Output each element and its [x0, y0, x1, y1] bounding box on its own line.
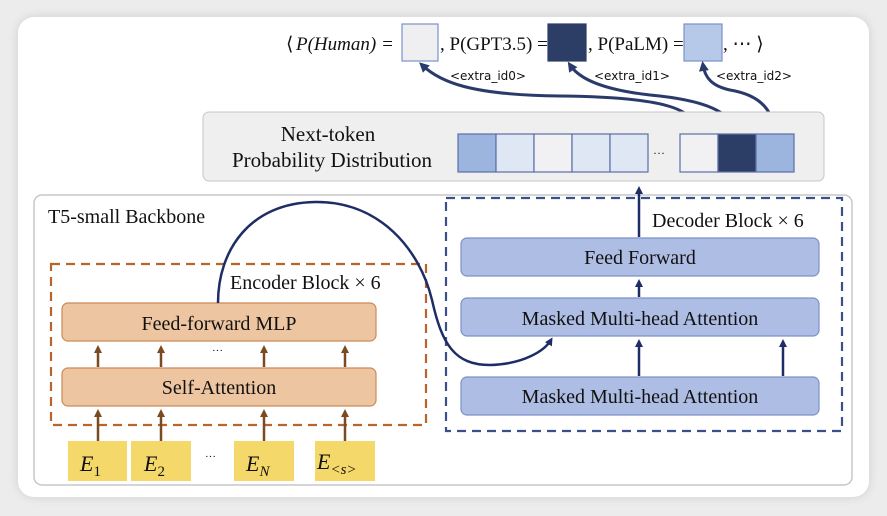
input-e1-label: E1: [79, 451, 101, 480]
p-gpt35-label: , P(GPT3.5) =: [440, 34, 548, 55]
encoder-mid-ellipsis: ···: [212, 345, 223, 357]
sentinel-label-0: <extra_id0>: [450, 69, 526, 83]
distribution-cell-left-2: [533, 133, 573, 173]
distribution-ellipsis: ···: [653, 146, 665, 160]
decoder-cross-attention-label: Masked Multi-head Attention: [522, 308, 759, 330]
decoder-title: Decoder Block × 6: [652, 210, 804, 232]
encoder-block: Encoder Block × 6 Feed-forward MLP Self-…: [49, 262, 428, 441]
distribution-label-line1: Next-token: [281, 122, 376, 146]
distribution-cell-left-0: [457, 133, 497, 173]
decoder-cross-attention-block: [460, 297, 820, 337]
encoder-ffn-label: Feed-forward MLP: [142, 313, 297, 335]
distribution-cell-right-0: [679, 133, 719, 173]
input-embeddings: E1 E2 ··· EN E<s>: [68, 441, 375, 481]
decoder-dashed-border: [444, 196, 844, 433]
sentinel-label-1: <extra_id1>: [594, 69, 670, 83]
input-en-label: EN: [245, 451, 270, 480]
input-e1: [68, 441, 127, 481]
distribution-panel: Next-token Probability Distribution ···: [202, 111, 825, 182]
encoder-attention-label: Self-Attention: [162, 377, 276, 399]
encoder-to-decoder-arrow: [216, 200, 553, 367]
distribution-cell-right-2: [755, 133, 795, 173]
sentinel-label-2: <extra_id2>: [716, 69, 792, 83]
input-e2-label: E2: [143, 451, 165, 480]
output-probabilities: ⟨ P(Human) = , P(GPT3.5) = , P(PaLM) = ,…: [286, 23, 792, 83]
distribution-cell-right-1: [717, 133, 757, 173]
decoder-ffn-block: [460, 237, 820, 277]
inputs-ellipsis: ···: [205, 451, 216, 463]
input-es: [315, 441, 375, 481]
prob-box-palm: [683, 23, 723, 62]
encoder-title: Encoder Block × 6: [230, 272, 381, 294]
decoder-block: Decoder Block × 6 Feed Forward Masked Mu…: [444, 186, 844, 433]
backbone-title: T5-small Backbone: [48, 206, 205, 228]
encoder-attention-block: [61, 367, 377, 407]
ellipsis-close: , ⋯ ⟩: [723, 34, 764, 55]
decoder-self-attention-label: Masked Multi-head Attention: [522, 386, 759, 408]
distribution-cells-left: [457, 133, 649, 173]
prob-box-human: [401, 23, 439, 62]
distribution-cell-left-1: [495, 133, 535, 173]
prob-box-gpt35: [547, 23, 587, 62]
distribution-cell-left-4: [609, 133, 649, 173]
encoder-dashed-border: [49, 262, 428, 427]
decoder-ffn-label: Feed Forward: [584, 247, 696, 269]
open-angle-bracket: ⟨: [286, 34, 293, 55]
distribution-cells-right: [679, 133, 795, 173]
distribution-label-line2: Probability Distribution: [232, 148, 433, 172]
decoder-self-attention-block: [460, 376, 820, 416]
input-e2: [131, 441, 191, 481]
p-palm-label: , P(PaLM) =: [588, 34, 684, 55]
distribution-cell-left-3: [571, 133, 611, 173]
input-en: [234, 441, 294, 481]
input-es-label: E<s>: [316, 449, 357, 478]
p-human-label: P(Human) =: [295, 34, 394, 55]
